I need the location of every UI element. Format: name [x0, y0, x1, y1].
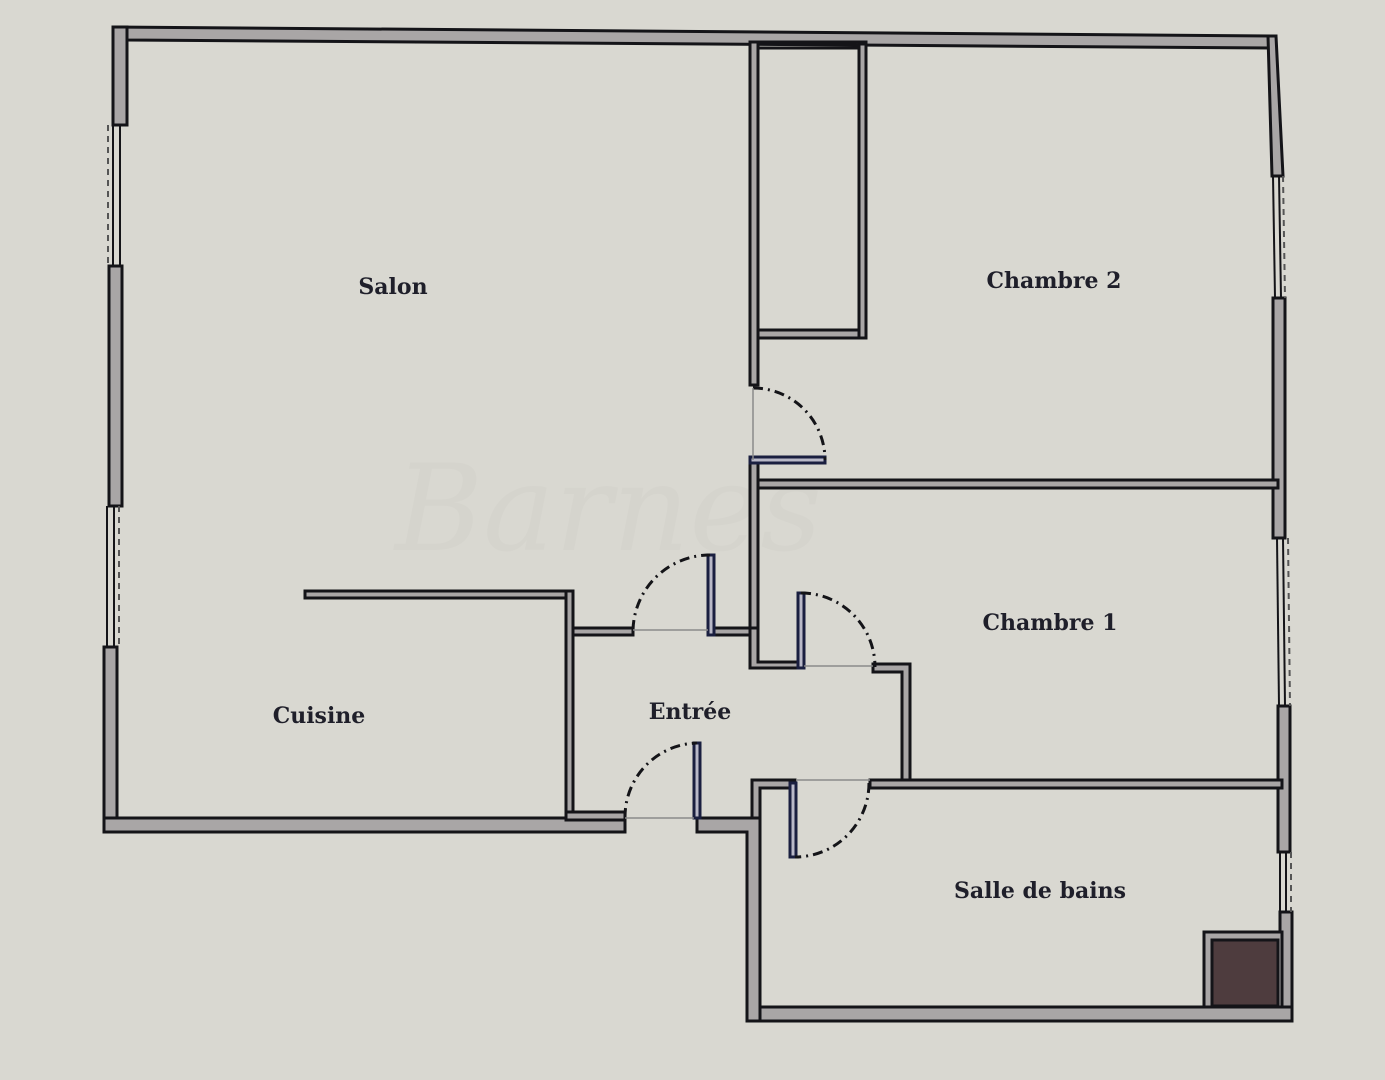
room-label-entree: Entrée — [648, 699, 732, 725]
interior-walls — [303, 40, 1284, 859]
room-label-chambre-1: Chambre 1 — [982, 610, 1118, 636]
door-swings — [623, 386, 877, 859]
door-thresholds — [625, 388, 873, 819]
room-label-cuisine: Cuisine — [272, 703, 366, 729]
bathroom-fixture — [1202, 930, 1284, 1009]
room-label-chambre-2: Chambre 2 — [986, 268, 1122, 294]
exterior-walls — [102, 25, 1294, 1023]
windows — [106, 125, 1287, 912]
room-label-salle-de-bains: Salle de bains — [954, 878, 1126, 904]
window-sill-dashes — [107, 125, 1292, 912]
room-label-salon: Salon — [358, 274, 428, 300]
